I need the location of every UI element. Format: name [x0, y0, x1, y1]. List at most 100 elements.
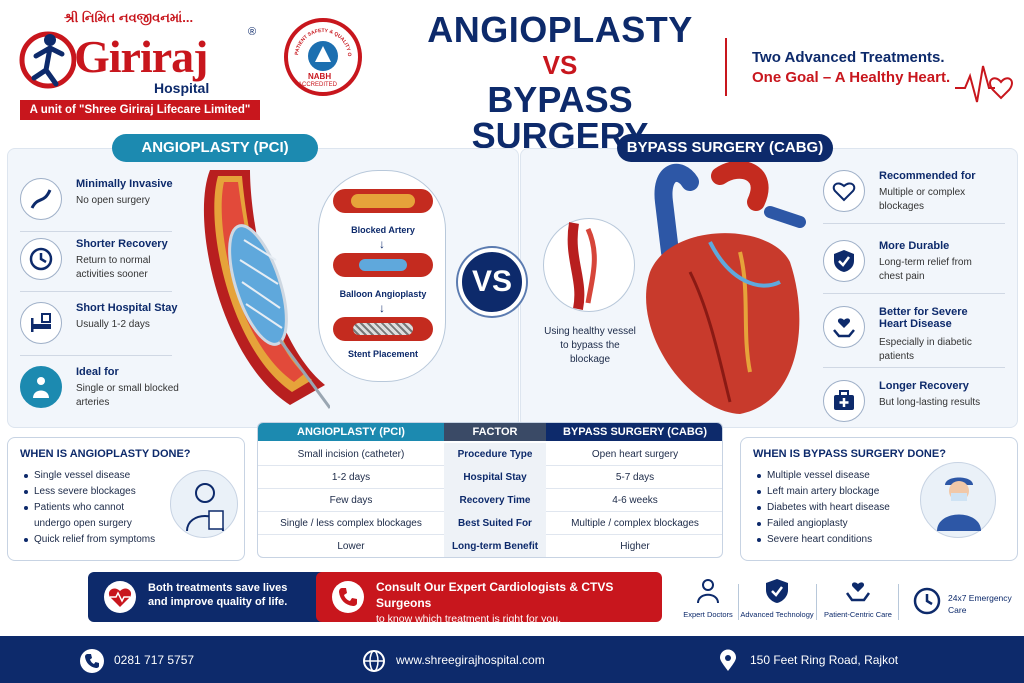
feature-recommended: Recommended for Multiple or complex bloc…: [823, 164, 1005, 224]
table-cell: Small incision (catheter): [297, 449, 405, 460]
nabh-accredited: ACCREDITED: [298, 82, 338, 88]
patient-icon: [20, 366, 62, 408]
logo-tagline: શ્રી નિમિત નવજીવનમાં...: [64, 10, 194, 25]
catheter-icon: [20, 178, 62, 220]
feature-head: Better for Severe Heart Disease: [879, 306, 968, 330]
table-header: FACTOR: [444, 423, 546, 441]
medical-kit-icon: [823, 380, 865, 422]
balloon-icon: [333, 253, 433, 277]
title-vs: VS: [542, 50, 578, 80]
table-cell: 5-7 days: [615, 472, 655, 483]
footer-phone[interactable]: 0281 717 5757: [80, 648, 195, 673]
heartbeat-icon: [955, 65, 1013, 103]
list-item: Patients who cannot undergo open surgery: [24, 500, 148, 532]
table-cell: Hospital Stay: [444, 466, 546, 489]
service-patient-centric: Patient-Centric Care: [820, 578, 896, 619]
feature-durable: More Durable Long-term relief from chest…: [823, 234, 1005, 294]
shield-check-icon: [823, 240, 865, 282]
logo-name: Giriraj: [74, 31, 208, 82]
tagline: Two Advanced Treatments. One Goal – A He…: [752, 48, 950, 88]
table-cell: 4-6 weeks: [612, 495, 658, 506]
table-row: Small incision (catheter) Procedure Type…: [258, 443, 722, 466]
feature-desc: Single or small blocked arteries: [76, 383, 179, 408]
feature-severe: Better for Severe Heart Disease Especial…: [823, 300, 1005, 368]
feature-head: Shorter Recovery: [76, 238, 168, 250]
arrow-down-icon: ↓: [379, 237, 385, 251]
surgeon-icon: [920, 462, 996, 538]
when-bypass-title: WHEN IS BYPASS SURGERY DONE?: [753, 448, 946, 460]
service-divider: [898, 584, 899, 620]
logo-unit: A unit of "Shree Giriraj Lifecare Limite…: [20, 100, 260, 120]
save-lives-banner: [88, 572, 328, 622]
table-cell: Open heart surgery: [591, 449, 679, 460]
feature-desc: Especially in diabetic patients: [879, 337, 972, 362]
feature-ideal-for: Ideal for Single or small blocked arteri…: [20, 360, 179, 420]
phone-icon: [332, 581, 364, 613]
list-item: Quick relief from symptoms: [24, 532, 155, 548]
registered-mark: ®: [248, 26, 257, 38]
step-label: Balloon Angioplasty: [339, 289, 427, 299]
feature-longer-recovery: Longer Recovery But long-lasting results: [823, 374, 1005, 434]
vs-badge: VS: [458, 248, 526, 316]
nabh-text: NABH: [308, 72, 332, 81]
tagline-line2: One Goal – A Healthy Heart.: [752, 69, 951, 86]
title-angioplasty: ANGIOPLASTY: [427, 9, 693, 50]
consult-banner[interactable]: [316, 572, 662, 622]
consult-title: Consult Our Expert Cardiologists & CTVS …: [376, 580, 614, 610]
service-label: Advanced Technology: [740, 610, 814, 619]
table-cell: Recovery Time: [444, 489, 546, 512]
location-pin-icon: [716, 649, 740, 673]
feature-desc: Multiple or complex blockages: [879, 187, 966, 212]
table-header: BYPASS SURGERY (CABG): [546, 423, 722, 441]
table-cell: Higher: [620, 541, 650, 552]
table-cell: 1-2 days: [331, 472, 371, 483]
table-cell: Best Suited For: [444, 512, 546, 535]
service-divider: [816, 584, 817, 620]
hands-heart-icon: [823, 306, 865, 348]
list-item: Diabetes with heart disease: [757, 500, 890, 516]
feature-desc: No open surgery: [76, 195, 150, 206]
website-text: www.shreegirajhospital.com: [396, 653, 545, 667]
hospital-logo: શ્રી નિમિત નવજીવનમાં... Giriraj ® Hospit…: [14, 8, 264, 120]
consult-sub: to know which treatment is right for you…: [376, 613, 561, 625]
feature-minimally-invasive: Minimally Invasive No open surgery: [20, 172, 173, 232]
feature-desc: Return to normal activities sooner: [76, 255, 151, 280]
table-cell: Multiple / complex blockages: [571, 518, 699, 529]
feature-desc: Long-term relief from chest pain: [879, 257, 972, 282]
angioplasty-pill: ANGIOPLASTY (PCI): [112, 134, 318, 162]
address-text: 150 Feet Ring Road, Rajkot: [750, 653, 899, 667]
angioplasty-steps: Blocked Artery ↓ Balloon Angioplasty ↓ S…: [318, 170, 446, 382]
table-row: Lower Long-term Benefit Higher: [258, 535, 722, 557]
service-expert-doctors: Expert Doctors: [680, 578, 736, 619]
table-row: Few days Recovery Time 4-6 weeks: [258, 489, 722, 512]
doctor-clipboard-icon: [170, 470, 238, 538]
heart-illustration: [646, 162, 806, 414]
service-divider: [738, 584, 739, 620]
feature-head: Short Hospital Stay: [76, 302, 178, 314]
phone-text: 0281 717 5757: [114, 653, 195, 667]
vessel-caption: Using healthy vessel to bypass the block…: [544, 326, 636, 365]
service-emergency: 24x7 Emergency Care: [948, 593, 1012, 615]
bypass-pill: BYPASS SURGERY (CABG): [617, 134, 833, 162]
tagline-line1: Two Advanced Treatments.: [752, 49, 945, 66]
list-item: Severe heart conditions: [757, 532, 890, 548]
table-cell: Lower: [337, 541, 365, 552]
bypass-vessel-illustration: [543, 218, 635, 312]
step-label: Blocked Artery: [351, 225, 415, 235]
list-item: Multiple vessel disease: [757, 468, 890, 484]
table-header: ANGIOPLASTY (PCI): [258, 423, 444, 441]
feature-head: Recommended for: [879, 170, 976, 182]
emergency-clock-icon: [912, 586, 942, 621]
save-lives-text: Both treatments save lives and improve q…: [148, 582, 288, 608]
artery-stent-illustration: [203, 170, 330, 409]
footer-address[interactable]: 150 Feet Ring Road, Rajkot: [716, 648, 898, 672]
logo-sub: Hospital: [154, 80, 210, 96]
list-item: Less severe blockages: [24, 484, 155, 500]
list-item: Single vessel disease: [24, 468, 155, 484]
clock-icon: [20, 238, 62, 280]
footer-website[interactable]: www.shreegirajhospital.com: [362, 648, 545, 672]
runner-logo-icon: [19, 31, 76, 89]
service-advanced-tech: Advanced Technology: [740, 578, 814, 619]
globe-icon: [362, 649, 386, 673]
feature-head: Ideal for: [76, 366, 119, 378]
